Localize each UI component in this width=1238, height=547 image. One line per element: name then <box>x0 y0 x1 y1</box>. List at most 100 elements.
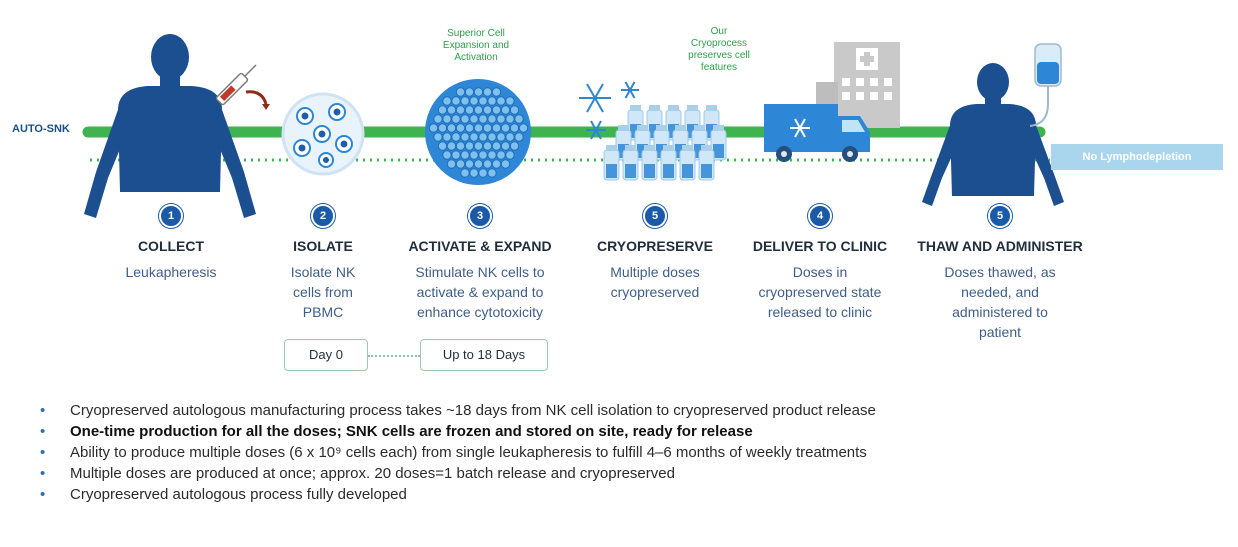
expanded-cell-icon <box>500 105 511 115</box>
bullet-text: Multiple doses are produced at once; app… <box>70 465 675 482</box>
syringe-icon <box>215 64 270 110</box>
expanded-cell-icon <box>487 96 497 106</box>
expanded-cell-icon <box>509 141 520 151</box>
step-description-line: administered to <box>952 304 1048 320</box>
expanded-cell-icon <box>482 141 493 151</box>
step-title: ISOLATE <box>293 238 353 254</box>
step-number-badge: 4 <box>808 204 832 228</box>
vial-liquid-icon <box>701 164 712 178</box>
no-lymphodepletion-badge: No Lymphodepletion <box>1051 144 1223 170</box>
track-label: AUTO-SNK <box>12 123 70 135</box>
vial-cap-icon <box>618 125 629 131</box>
cryo-note-line: features <box>700 62 738 73</box>
expanded-cell-icon <box>478 114 488 124</box>
expanded-cell-icon <box>460 132 470 142</box>
expansion-note: Superior Cell Expansion and Activation <box>421 28 531 64</box>
expanded-cell-icon <box>469 168 479 178</box>
step-description-line: activate & expand to <box>416 284 544 300</box>
expanded-cell-icon <box>473 105 484 115</box>
step-description-line: cells from <box>293 284 353 300</box>
expanded-cell-icon <box>437 105 448 115</box>
bullet-dot: • <box>40 423 46 440</box>
isolated-cells-icon <box>281 92 365 176</box>
cryo-note-line: preserves cell <box>688 50 750 61</box>
expanded-cell-icon <box>509 123 520 133</box>
step-description-line: Leukapheresis <box>125 264 217 280</box>
expanded-cell-icon <box>446 123 457 133</box>
expanded-cell-icon <box>455 87 466 97</box>
expanded-cell-icon <box>451 132 461 142</box>
expanded-cell-icon <box>473 123 484 133</box>
expanded-cell-icon <box>464 141 475 151</box>
expanded-cell-icon <box>451 96 461 106</box>
expanded-cell-icon <box>469 132 479 142</box>
expanded-cell-icon <box>451 150 461 160</box>
expanded-cell-icon <box>460 96 470 106</box>
expanded-cell-icon <box>487 150 497 160</box>
step-number-badge: 1 <box>159 204 183 228</box>
vial-cap-icon <box>694 125 705 131</box>
step-description-line: Isolate NK <box>290 264 356 280</box>
expanded-cell-icon <box>482 159 493 169</box>
expanded-cell-icon <box>482 123 493 133</box>
vial-liquid-icon <box>625 164 636 178</box>
expanded-cell-icon <box>500 141 511 151</box>
vial-cap-icon <box>644 145 655 151</box>
vials-icon <box>603 105 727 181</box>
vial-cap-icon <box>606 145 617 151</box>
vial-liquid-icon <box>663 164 674 178</box>
expanded-cell-icon <box>505 132 515 142</box>
vial-cap-icon <box>668 105 679 111</box>
step-title: DELIVER TO CLINIC <box>752 238 888 254</box>
expanded-cell-icon <box>446 141 457 151</box>
expanded-cell-icon <box>496 132 506 142</box>
step-description-line: cryopreserved <box>610 284 700 300</box>
bullet-item: • Ability to produce multiple doses (6 x … <box>40 442 1220 463</box>
expanded-cell-icon <box>473 87 484 97</box>
vial-cap-icon <box>706 105 717 111</box>
bullet-text: One-time production for all the doses; S… <box>70 423 753 440</box>
vial-liquid-icon <box>644 164 655 178</box>
expanded-cell-icon <box>491 123 502 133</box>
bullet-dot: • <box>40 486 46 503</box>
expanded-cell-icon <box>460 168 470 178</box>
bullet-dot: • <box>40 444 46 461</box>
expansion-note-line: Superior Cell <box>447 28 505 39</box>
expanded-cell-icon <box>487 132 497 142</box>
step-description: Doses thawed, as needed, and administere… <box>910 262 1090 342</box>
bullet-dot: • <box>40 465 46 482</box>
vial-cap-icon <box>649 105 660 111</box>
step-isolate: 2 ISOLATE Isolate NK cells from PBMC <box>268 204 378 322</box>
step-number-badge: 5 <box>643 204 667 228</box>
expanded-cell-icon <box>505 150 515 160</box>
expansion-note-line: Activation <box>454 52 498 63</box>
expanded-cell-icon <box>478 168 488 178</box>
timeline-connector <box>368 355 420 357</box>
step-deliver-to-clinic: 4 DELIVER TO CLINIC Doses in cryopreserv… <box>740 204 900 322</box>
expanded-cell-icon <box>478 150 488 160</box>
step-collect: 1 COLLECT Leukapheresis <box>116 204 226 282</box>
step-description-line: cryopreserved state <box>758 284 882 300</box>
expanded-cell-icon <box>505 96 515 106</box>
bullet-item: •Cryopreserved autologous manufacturing … <box>40 400 1220 421</box>
step-title: ACTIVATE & EXPAND <box>408 238 552 254</box>
expanded-cell-icon <box>464 87 475 97</box>
expanded-cell-icon <box>455 159 466 169</box>
cryo-note: Our Cryoprocess preserves cell features <box>670 26 768 74</box>
expanded-cell-icon <box>442 132 452 142</box>
expanded-cell-icon <box>500 123 511 133</box>
expanded-cell-icon <box>460 150 470 160</box>
step-description: Doses in cryopreserved state released to… <box>740 262 900 322</box>
step-number-badge: 5 <box>988 204 1012 228</box>
expanded-cell-icon <box>491 159 502 169</box>
vial-cap-icon <box>682 145 693 151</box>
expanded-cell-icon <box>451 114 461 124</box>
step-description-line: Multiple doses <box>610 264 700 280</box>
step-description-line: Doses in <box>792 264 848 280</box>
step-description-line: PBMC <box>302 304 344 320</box>
cryo-note-line: Our <box>710 26 728 37</box>
expanded-cell-icon <box>518 123 529 133</box>
vial-liquid-icon <box>713 144 724 158</box>
step-title: THAW AND ADMINISTER <box>917 238 1083 254</box>
bullet-text: Ability to produce multiple doses (6 x 1… <box>70 444 867 461</box>
